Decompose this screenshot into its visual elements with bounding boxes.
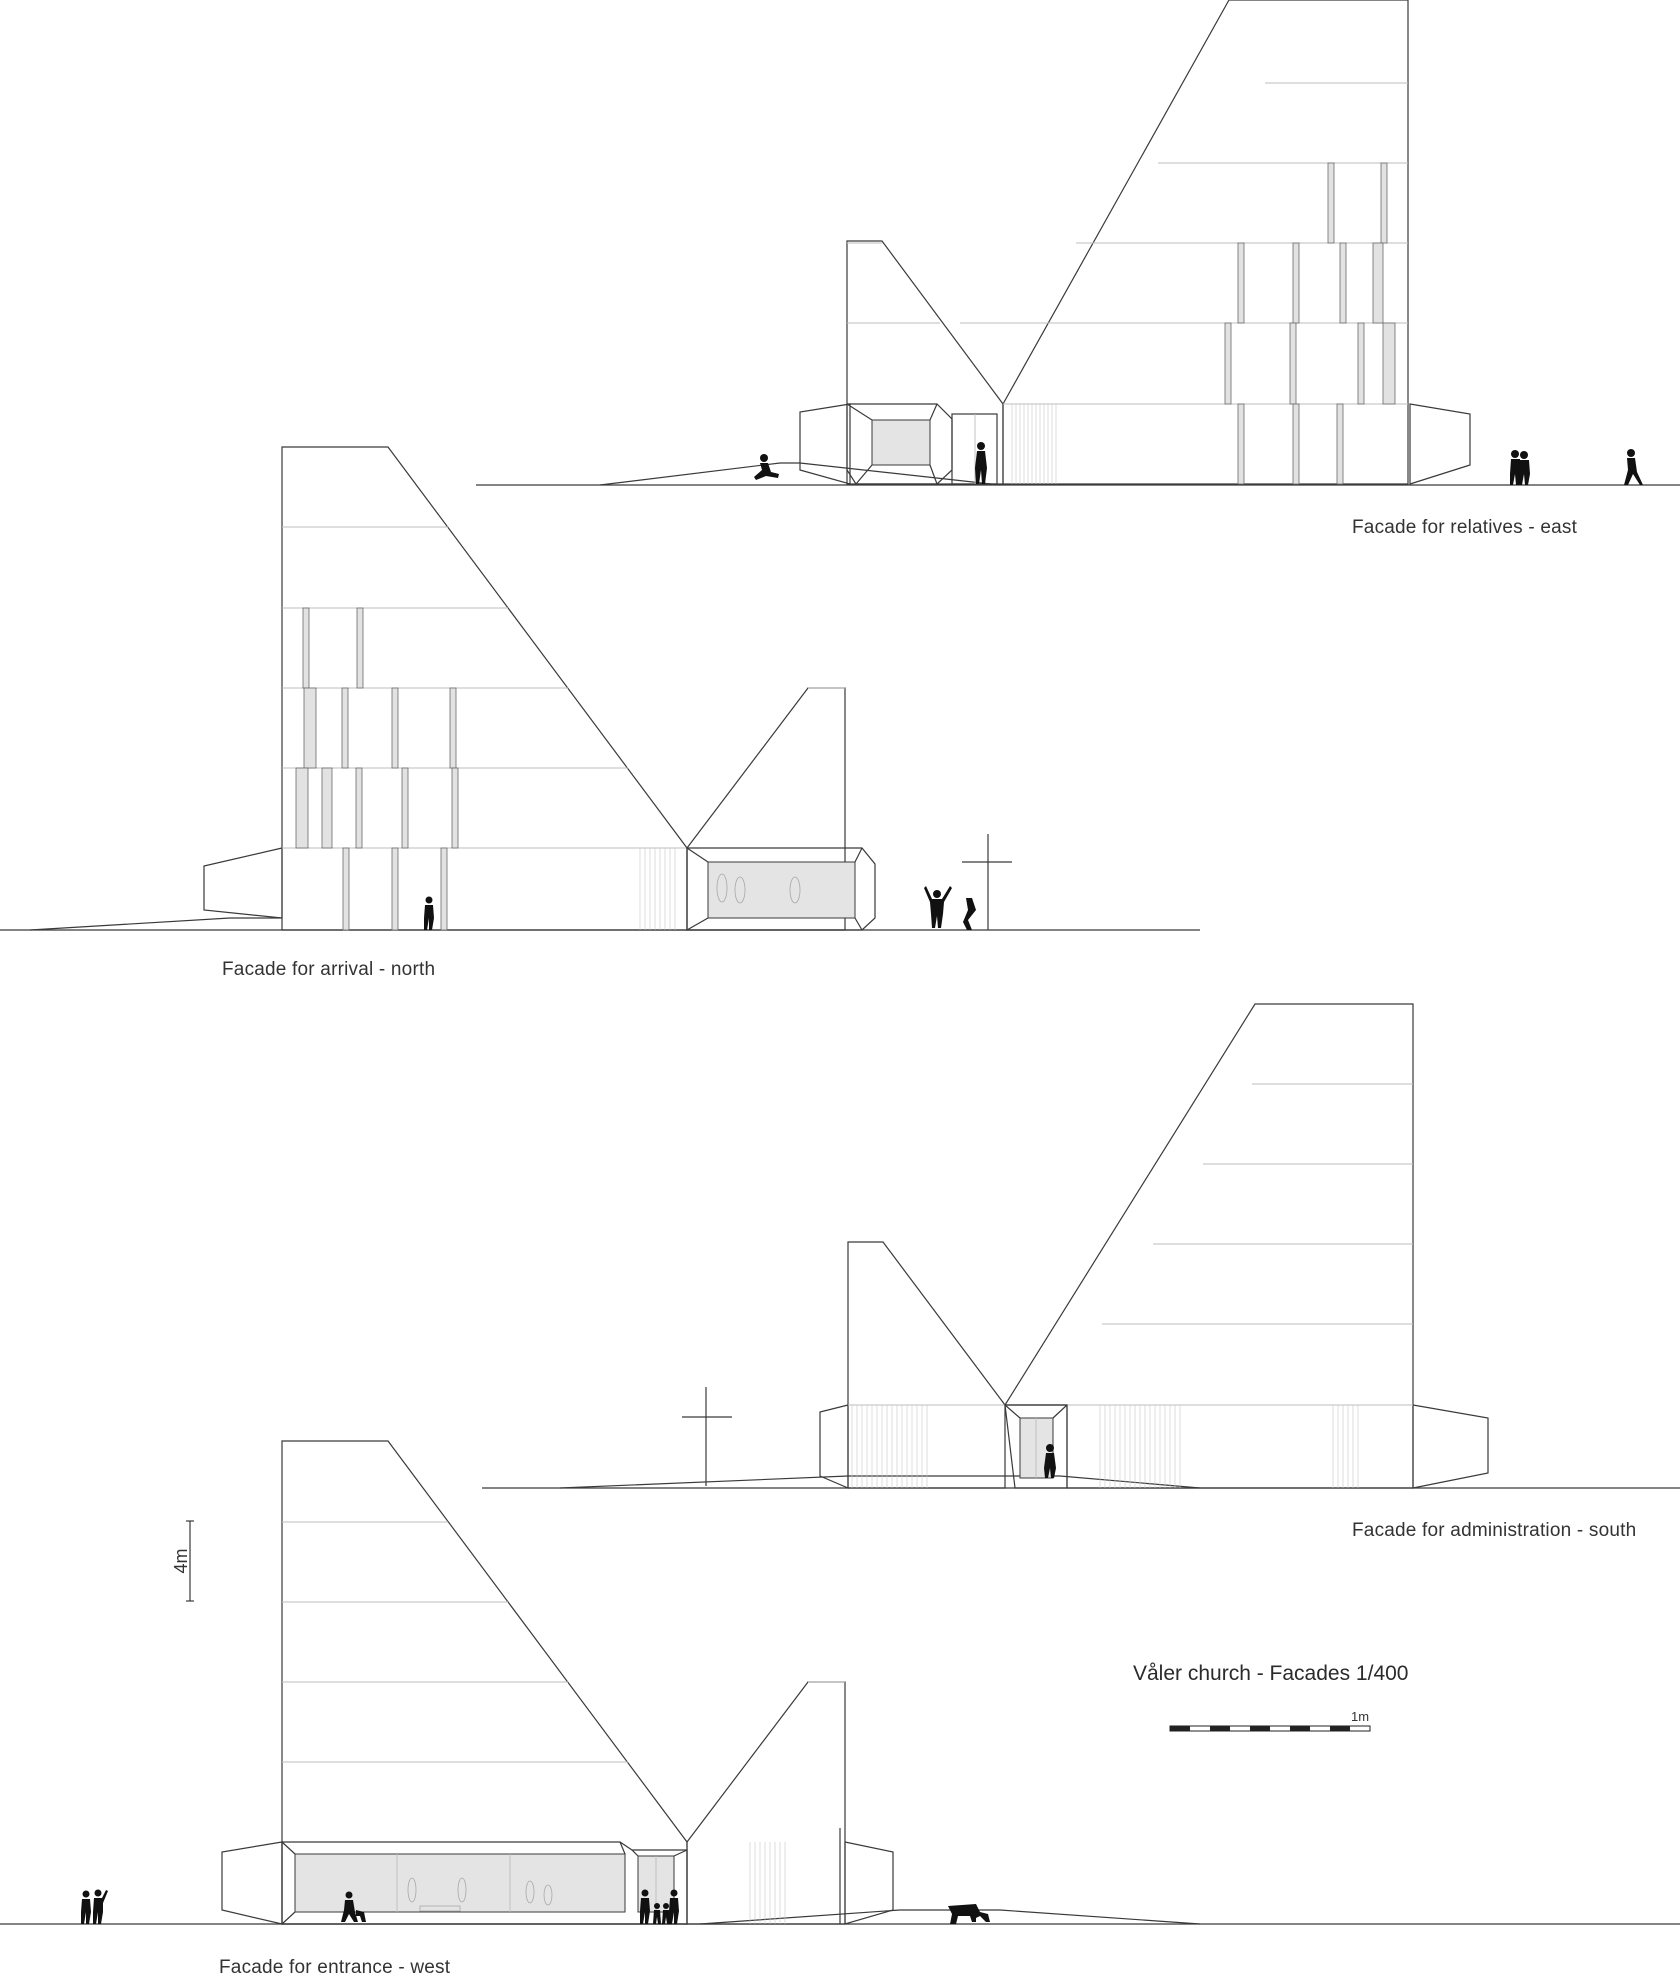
drawing-title: Våler church - Facades 1/400	[1133, 1662, 1409, 1685]
caption-west: Facade for entrance - west	[219, 1957, 451, 1978]
caption-north: Facade for arrival - north	[222, 959, 436, 980]
west-facade-elevation	[0, 1440, 1680, 1925]
caption-east: Facade for relatives - east	[1352, 517, 1578, 538]
height-marker: 4m	[171, 1520, 194, 1602]
scale-bar: 1m	[1169, 1709, 1371, 1732]
caption-south: Facade for administration - south	[1352, 1520, 1637, 1541]
north-facade-elevation	[0, 446, 1200, 931]
height-marker-label: 4m	[171, 1548, 191, 1573]
scale-bar-label: 1m	[1351, 1709, 1369, 1724]
east-facade-elevation	[476, 0, 1680, 486]
south-facade-elevation	[482, 1003, 1680, 1489]
